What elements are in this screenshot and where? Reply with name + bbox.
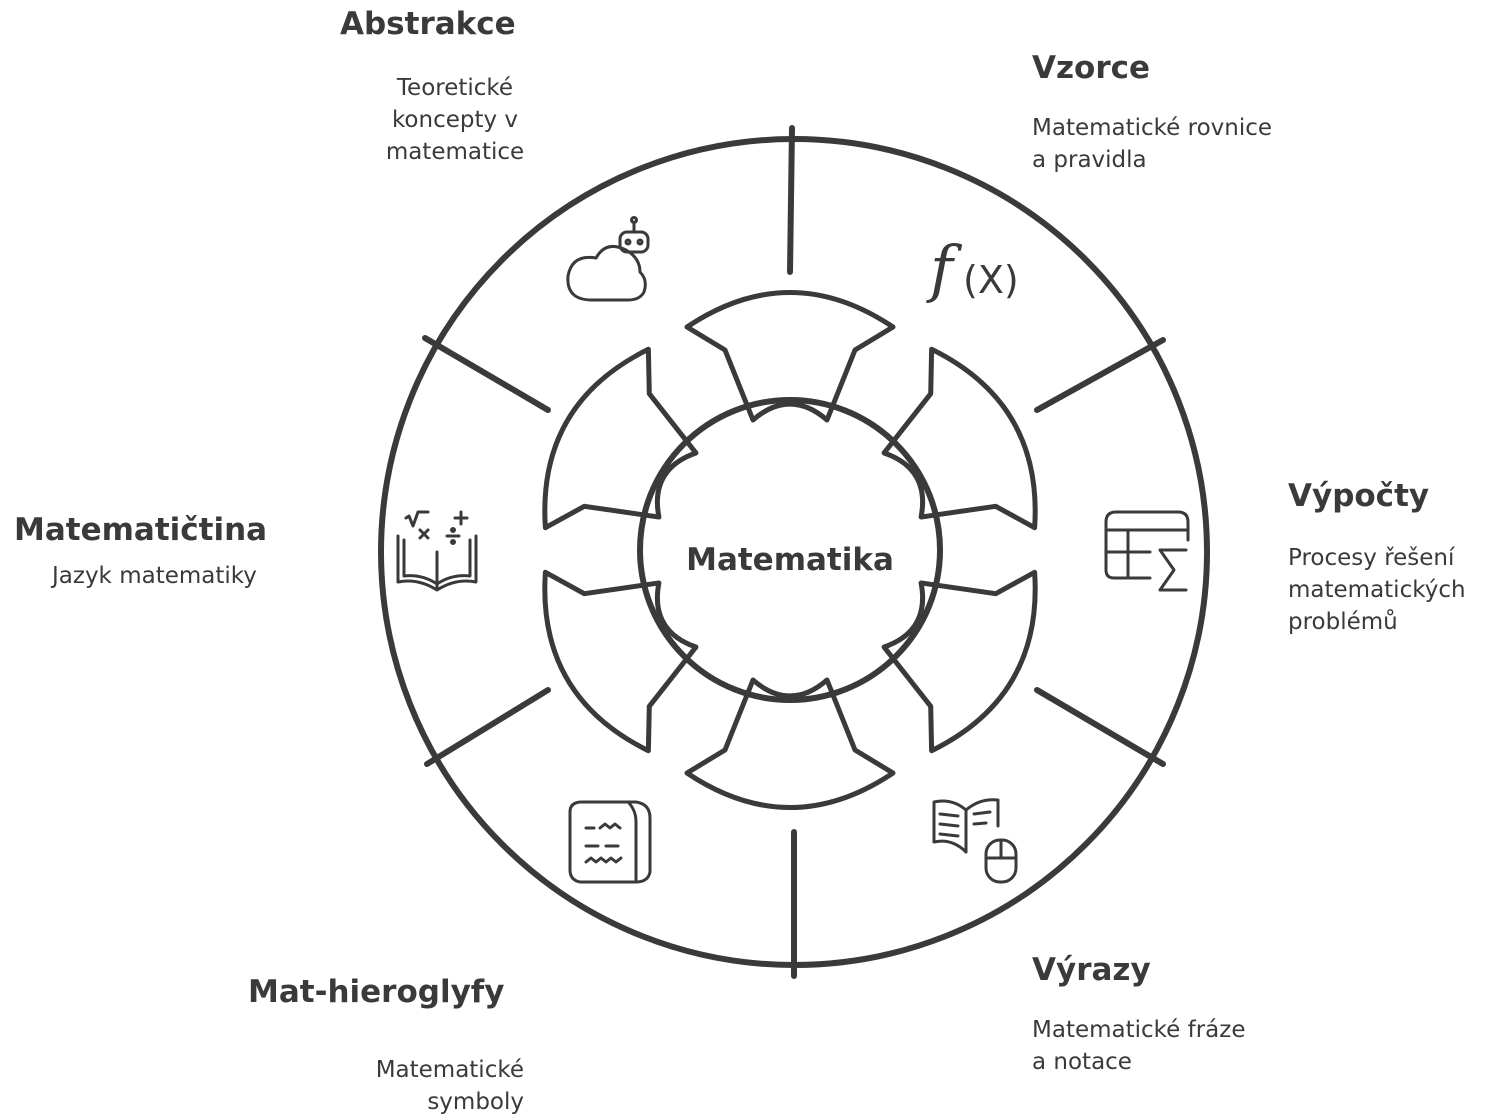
segment-desc-line: problémů — [1288, 609, 1398, 635]
arrow-bottom-left — [542, 569, 699, 754]
segment-title: Výrazy — [1032, 952, 1151, 988]
tablet-squiggles-icon — [568, 800, 652, 884]
cloud-robot-icon — [566, 216, 650, 302]
label-abstrakce: Abstrakce — [340, 6, 516, 42]
segment-desc-line: Procesy řešení — [1288, 545, 1455, 571]
label-mathieroglyfy: Mat-hieroglyfy — [248, 974, 504, 1010]
spreadsheet-sum-icon — [1104, 510, 1190, 592]
segment-desc-line: a pravidla — [1032, 147, 1147, 173]
segment-desc-line: matematických — [1288, 577, 1466, 603]
segment-title: Mat-hieroglyfy — [248, 974, 505, 1010]
segment-desc-line: Matematické fráze — [1032, 1017, 1246, 1043]
arrow-top — [684, 290, 896, 423]
svg-text:f: f — [926, 232, 963, 305]
segment-title: Matematičtina — [14, 512, 268, 548]
label-vyrazy: Výrazy Matematické fráze a notace — [1032, 952, 1246, 1078]
svg-text:(X): (X) — [963, 258, 1019, 302]
segment-desc-line: Teoretické — [396, 75, 514, 101]
open-book-mouse-icon — [932, 798, 1018, 884]
segment-title: Vzorce — [1032, 50, 1151, 86]
segment-desc-line: matematice — [385, 139, 525, 165]
segment-title: Abstrakce — [340, 6, 516, 42]
center-title: Matematika — [686, 542, 894, 578]
label-vypocty: Výpočty Procesy řešení matematických pro… — [1288, 478, 1466, 638]
segment-desc-line: symboly — [427, 1089, 524, 1115]
arrow-bottom — [684, 677, 896, 810]
segment-desc-line: a notace — [1032, 1049, 1132, 1075]
segment-desc-line: koncepty v — [391, 107, 519, 133]
function-fx-icon: f (X) — [926, 232, 1019, 305]
label-vzorce: Vzorce Matematické rovnice a pravidla — [1032, 50, 1272, 176]
arrow-top-left — [542, 346, 699, 531]
desc-mathieroglyfy: Matematické symboly — [300, 1054, 524, 1118]
arrow-bottom-right — [881, 569, 1038, 754]
label-matematictina: Matematičtina Jazyk matematiky — [14, 512, 267, 592]
math-book-icon — [396, 510, 478, 592]
desc-abstrakce: Teoretické koncepty v matematice — [362, 72, 548, 168]
segment-dividers — [422, 125, 1166, 979]
segment-desc-line: Matematické — [375, 1057, 524, 1083]
arrow-top-right — [881, 346, 1038, 531]
center-circle — [637, 397, 943, 703]
segment-desc-line: Matematické rovnice — [1032, 115, 1273, 141]
segment-title: Výpočty — [1288, 478, 1430, 514]
arrow-group — [542, 290, 1038, 810]
segment-desc-line: Jazyk matematiky — [52, 563, 257, 589]
